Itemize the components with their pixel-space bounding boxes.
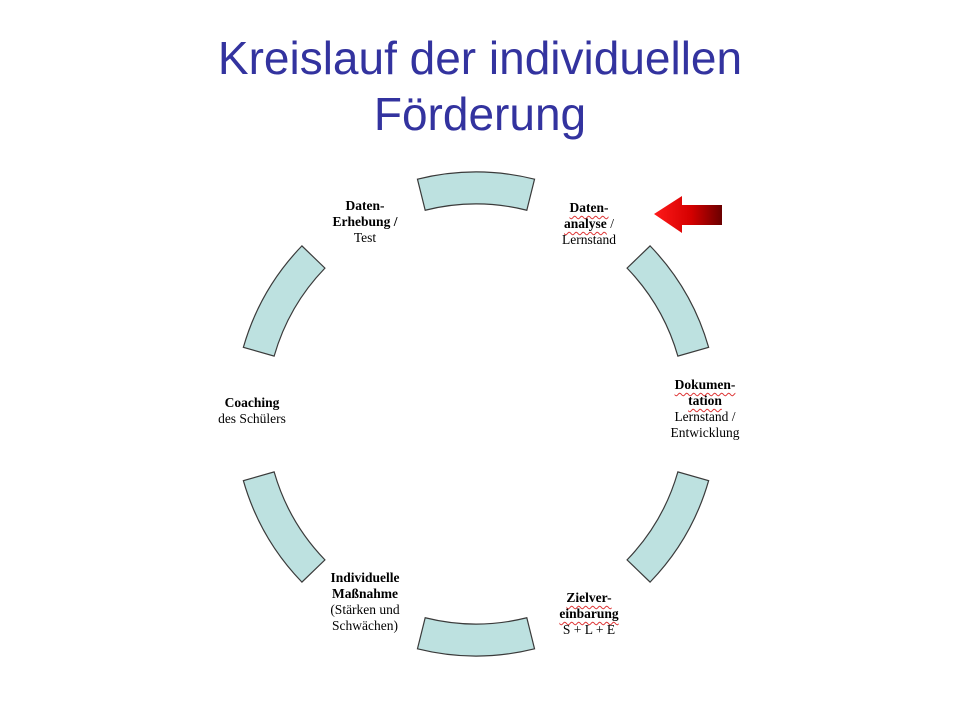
label-line: des Schülers: [218, 411, 286, 426]
label-line: Entwicklung: [670, 425, 740, 440]
title-line-1: Kreislauf der individuellen: [217, 32, 743, 84]
label-line: /: [606, 216, 614, 231]
label-line: (Stärken und: [330, 602, 400, 617]
label-coaching: Coaching des Schülers: [192, 395, 312, 427]
label-line: Dokumen-: [674, 377, 736, 392]
cycle-segment: [416, 617, 536, 657]
label-line: S + L + E: [562, 622, 616, 637]
title-line-2: Förderung: [373, 88, 587, 140]
label-line: Lernstand: [562, 232, 616, 247]
arrow-shape: [654, 196, 722, 233]
label-dokumentation: Dokumen- tation Lernstand / Entwicklung: [645, 377, 765, 441]
label-line: einbarung: [559, 606, 619, 621]
cycle-segment: [626, 471, 710, 583]
slide-title: Kreislauf der individuellen Förderung: [0, 30, 960, 142]
label-line: Schwächen): [332, 618, 398, 633]
label-line: Lernstand /: [674, 409, 736, 424]
label-daten-analyse: Daten- analyse / Lernstand: [534, 200, 644, 248]
label-line: Test: [353, 230, 377, 245]
cycle-segment: [416, 171, 536, 211]
label-zielvereinbarung: Zielver- einbarung S + L + E: [534, 590, 644, 638]
label-line: Zielver-: [566, 590, 612, 605]
cycle-segment: [242, 245, 326, 357]
cycle-segment: [242, 471, 326, 583]
cycle-segment: [626, 245, 710, 357]
label-line: Coaching: [224, 395, 280, 410]
label-individuelle-massnahme: Individuelle Maßnahme (Stärken und Schwä…: [305, 570, 425, 634]
label-line: tation: [688, 393, 722, 408]
label-line: Erhebung /: [332, 214, 398, 229]
label-line: analyse: [564, 216, 607, 231]
label-line: Daten-: [569, 200, 609, 215]
left-arrow-icon: [654, 196, 722, 233]
label-line: Daten-: [345, 198, 385, 213]
label-line: Maßnahme: [331, 586, 398, 601]
label-daten-erhebung: Daten- Erhebung / Test: [310, 198, 420, 246]
label-line: Individuelle: [330, 570, 400, 585]
cycle-segments: [242, 171, 710, 657]
